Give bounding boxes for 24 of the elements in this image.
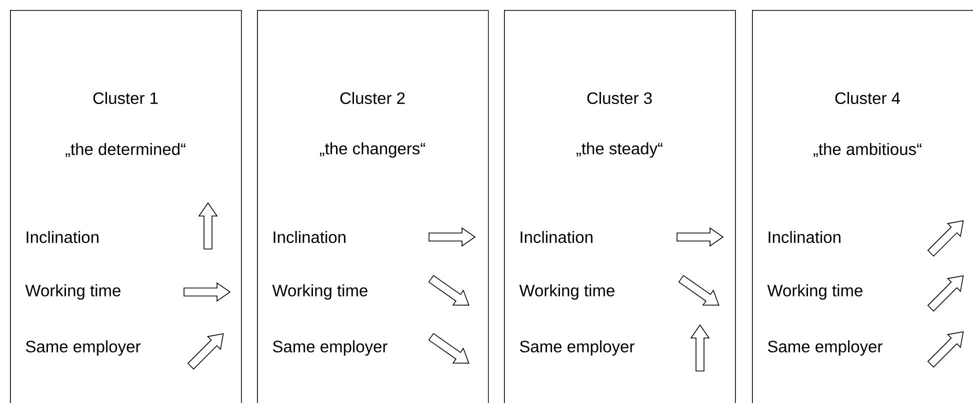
panel-subtitle: „the ambitious“ (814, 142, 922, 158)
cluster-panel (752, 10, 973, 403)
row-label: Inclination (768, 230, 840, 244)
row-label: Same employer (520, 340, 634, 356)
cluster-panel (504, 10, 736, 403)
panel-title: Cluster 4 (835, 92, 900, 104)
panel-title: Cluster 1 (93, 92, 158, 104)
row-label: Working time (767, 284, 862, 300)
panel-title: Cluster 2 (340, 92, 405, 104)
row-label: Inclination (26, 230, 98, 244)
panel-subtitle: „the steady“ (576, 142, 662, 158)
row-label: Inclination (520, 230, 592, 244)
row-label: Working time (272, 284, 368, 300)
row-label: Same employer (26, 340, 140, 356)
row-label: Same employer (768, 340, 882, 356)
cluster-panel (257, 10, 489, 403)
row-label: Working time (519, 284, 614, 300)
panel-subtitle: „the changers“ (320, 142, 426, 158)
panel-title: Cluster 3 (587, 92, 652, 104)
row-label: Working time (25, 284, 120, 300)
row-label: Same employer (272, 340, 388, 356)
cluster-panel (10, 10, 242, 403)
panel-subtitle: „the determined“ (66, 142, 186, 158)
row-label: Inclination (274, 230, 346, 244)
